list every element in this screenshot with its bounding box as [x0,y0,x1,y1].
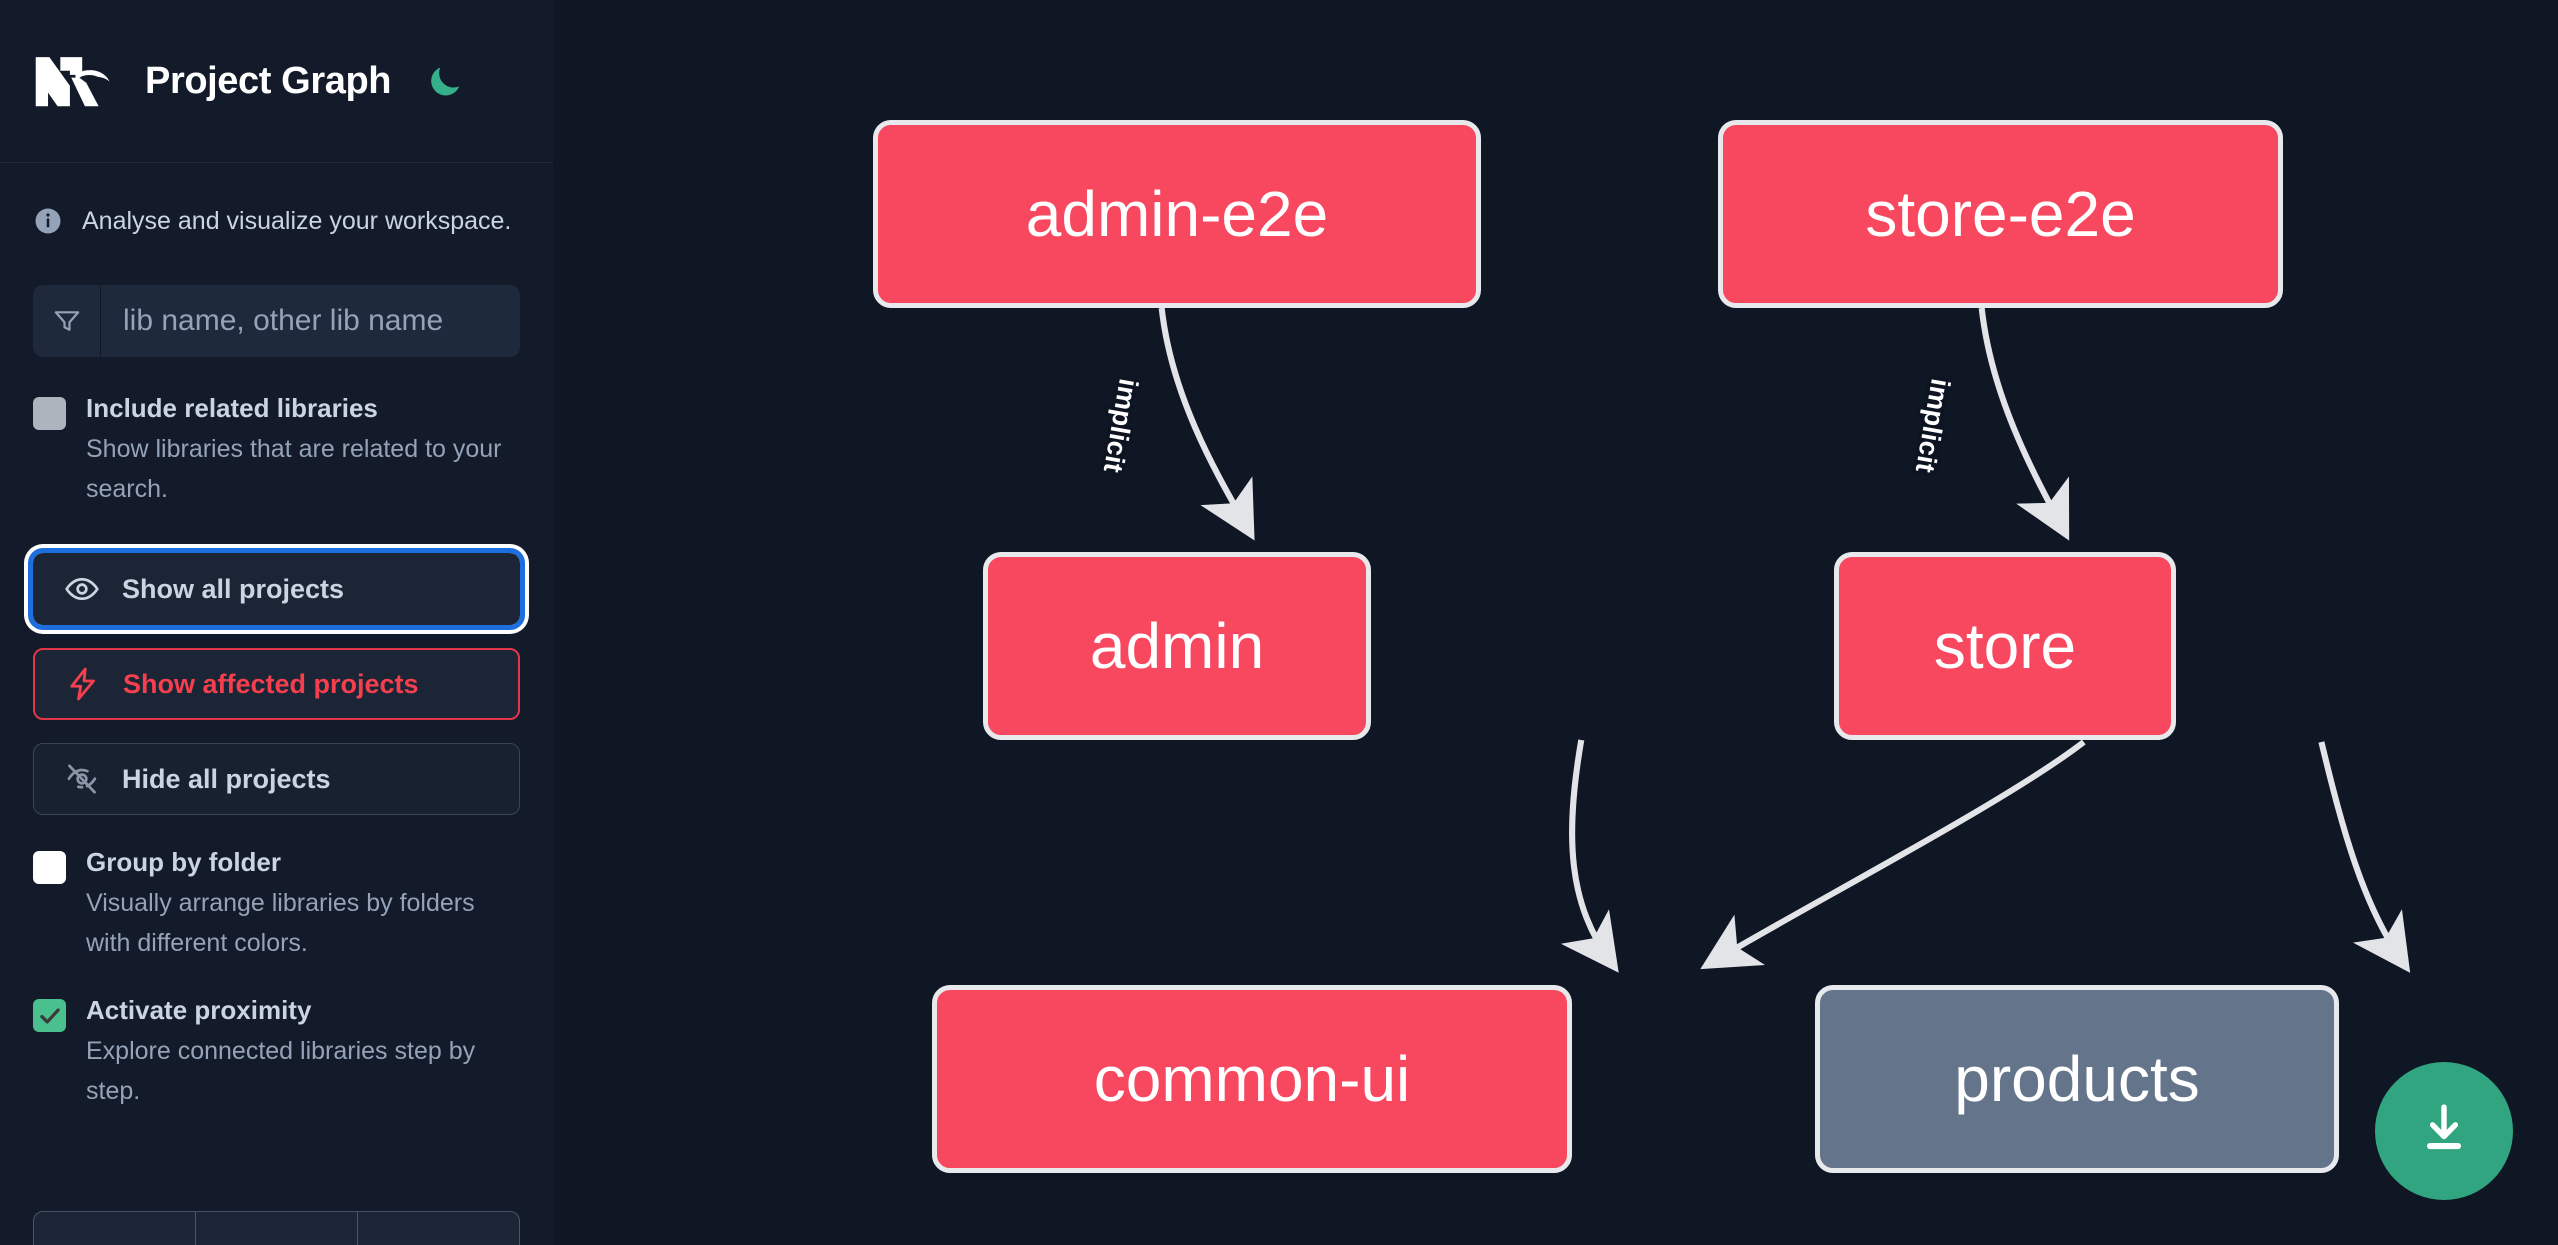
checkbox-label-activate-proximity: Activate proximity [86,995,312,1025]
edge-store-common-ui [1700,739,2086,970]
moon-icon[interactable] [423,59,467,103]
checkbox-row-group-by-folder[interactable]: Group by folder Visually arrange librari… [33,845,520,963]
checkbox-desc-activate-proximity: Explore connected libraries step by step… [86,1037,476,1105]
graph-edges [1158,307,2411,973]
checkbox-label-include-related-libraries: Include related libraries [86,393,378,423]
eye-icon [64,571,100,607]
proximity-step-decrease[interactable] [34,1212,196,1245]
checkbox-group-by-folder[interactable] [33,851,66,884]
checkbox-desc-include-related-libraries: Show libraries that are related to your … [86,435,502,503]
funnel-icon [33,285,101,357]
graph-node-label: store [1933,610,2077,682]
show-affected-projects-label: Show affected projects [123,668,419,699]
edge-store-e2e-store [1978,307,2070,541]
show-all-projects-label: Show all projects [122,573,345,604]
graph-node-admin-e2e[interactable]: admin-e2e [873,120,1481,308]
graph-node-store-e2e[interactable]: store-e2e [1718,120,2283,308]
graph-node-store[interactable]: store [1834,552,2176,740]
page-title: Project Graph [145,59,392,102]
proximity-step-button-group[interactable] [33,1211,520,1245]
proximity-step-value[interactable] [196,1212,358,1245]
edge-store-products [2318,741,2411,973]
lightning-bolt-icon [65,666,101,702]
show-all-projects-button[interactable]: Show all projects [28,548,525,630]
edge-admin-common-ui [1560,739,1619,973]
proximity-step-increase[interactable] [358,1212,519,1245]
graph-node-admin[interactable]: admin [983,552,1371,740]
workspace-info-text: Analyse and visualize your workspace. [82,206,512,235]
hide-all-projects-label: Hide all projects [122,763,331,794]
project-graph-canvas[interactable]: admin-e2e store-e2e admin store common-u… [553,0,2558,1245]
checkbox-activate-proximity[interactable] [33,999,66,1032]
search-input[interactable] [101,285,520,357]
graph-node-products[interactable]: products [1815,985,2339,1173]
graph-node-label: admin-e2e [1025,178,1329,250]
show-affected-projects-button[interactable]: Show affected projects [33,648,520,720]
graph-node-label: store-e2e [1865,178,2136,250]
filter-field[interactable] [33,285,520,357]
checkbox-row-include-related-libraries[interactable]: Include related libraries Show libraries… [33,391,520,509]
workspace-info: Analyse and visualize your workspace. [33,206,520,236]
checkbox-label-group-by-folder: Group by folder [86,847,281,877]
graph-action-buttons: Show all projects Show affected projects [28,548,525,815]
edge-admin-e2e-admin [1158,307,1255,541]
checkbox-include-related-libraries[interactable] [33,397,66,430]
graph-node-common-ui[interactable]: common-ui [932,985,1572,1173]
hide-all-projects-button[interactable]: Hide all projects [33,743,520,815]
download-image-button[interactable] [2375,1062,2513,1200]
sidebar-body: Analyse and visualize your workspace. In… [0,206,553,1111]
graph-node-label: products [1954,1043,2200,1115]
info-icon [33,206,63,236]
eye-off-icon [64,761,100,797]
download-icon [2413,1098,2475,1165]
graph-node-label: admin [1089,610,1265,682]
sidebar: Project Graph Analyse and visualize your… [0,0,553,1245]
nx-logo-icon [33,50,115,112]
checkbox-row-activate-proximity[interactable]: Activate proximity Explore connected lib… [33,993,520,1111]
checkbox-desc-group-by-folder: Visually arrange libraries by folders wi… [86,889,475,957]
sidebar-header: Project Graph [0,0,553,163]
graph-node-label: common-ui [1093,1043,1411,1115]
